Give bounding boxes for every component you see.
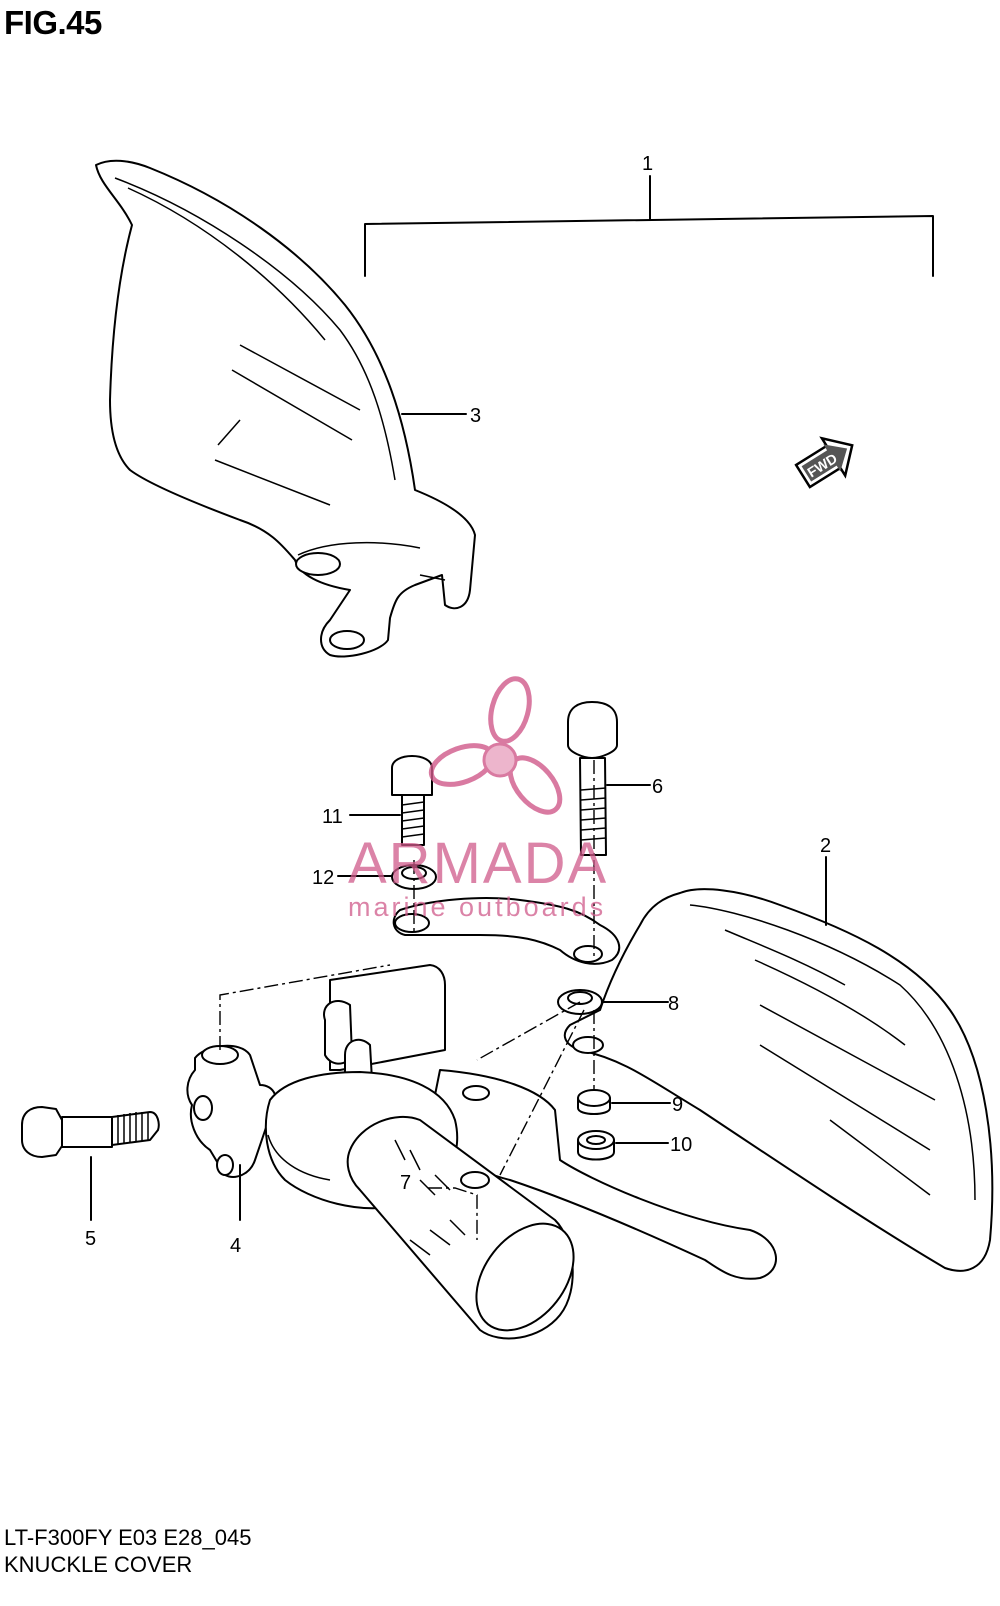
callout-11: 11 xyxy=(322,806,343,828)
section-name: KNUCKLE COVER xyxy=(4,1552,193,1577)
callout-6: 6 xyxy=(652,776,663,798)
model-code: LT-F300FY E03 E28_045 xyxy=(4,1525,252,1550)
callout-12: 12 xyxy=(312,867,334,889)
lever-assembly xyxy=(186,964,777,1340)
watermark-brand: ARMADA xyxy=(348,831,608,896)
watermark-tagline: marine outboards xyxy=(348,892,606,922)
bolt-11 xyxy=(349,755,433,846)
knuckle-cover-left xyxy=(95,159,476,658)
callout-9: 9 xyxy=(672,1094,683,1116)
callout-3: 3 xyxy=(470,405,481,427)
figure-title: FIG.45 xyxy=(4,4,102,41)
callout-10: 10 xyxy=(670,1134,692,1156)
callout-2: 2 xyxy=(820,835,831,857)
propeller-logo-icon xyxy=(428,676,563,815)
fwd-direction-badge: FWD xyxy=(794,436,854,489)
spacer-9 xyxy=(577,1089,671,1115)
collar-10 xyxy=(577,1130,669,1161)
callout-1: 1 xyxy=(642,153,653,175)
callout-7: 7 xyxy=(400,1172,411,1194)
callout-4: 4 xyxy=(230,1235,241,1257)
callout-5: 5 xyxy=(85,1228,96,1250)
callout-8: 8 xyxy=(668,993,679,1015)
knuckle-cover-right xyxy=(392,856,994,1272)
assembly-guides xyxy=(219,760,595,1240)
armada-watermark: ARMADA marine outboards xyxy=(348,676,608,922)
assembly-bracket xyxy=(364,175,934,277)
bolt-6 xyxy=(567,701,651,856)
bolt-5 xyxy=(21,1106,160,1221)
